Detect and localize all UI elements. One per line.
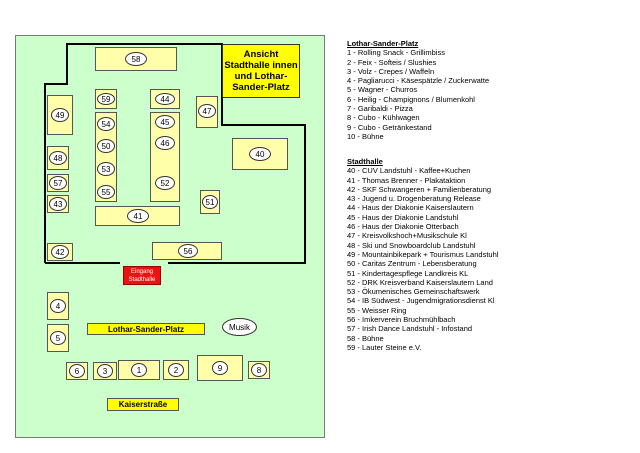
legend-item: 55 - Weisser Ring: [347, 305, 407, 315]
street-lothar-sander-platz: Lothar-Sander-Platz: [87, 323, 205, 335]
booth-label: 2: [168, 363, 184, 377]
booth-51[interactable]: 51: [200, 190, 220, 214]
legend-item: 58 - Bühne: [347, 333, 384, 343]
legend-stadthalle: Stadthalle 40 - CUV Landstuhl - Kaffee+K…: [347, 157, 498, 352]
booth-57[interactable]: 57: [47, 174, 69, 192]
legend-item: 1 - Rolling Snack - Grillimbiss: [347, 48, 445, 58]
booth-label: 57: [49, 176, 67, 190]
legend-item: 8 - Cubo - Kühlwagen: [347, 113, 420, 123]
legend-item: 46 - Haus der Diakonie Otterbach: [347, 222, 459, 232]
booth-50[interactable]: 50: [97, 139, 115, 153]
legend-item: 10 - Bühne: [347, 131, 384, 141]
booth-label: 56: [178, 244, 198, 258]
music-area: Musik: [222, 318, 257, 336]
entrance-line1: Eingang: [130, 268, 154, 275]
legend-item: 50 - Caritas Zentrum - Lebensberatung: [347, 259, 477, 269]
booth-46[interactable]: 46: [155, 136, 175, 150]
booth-41[interactable]: 41: [95, 206, 180, 226]
booth-9[interactable]: 9: [197, 355, 243, 381]
legend-item: 51 - Kindertagespflege Landkreis KL: [347, 268, 469, 278]
booth-48[interactable]: 48: [47, 146, 69, 170]
booth-label: 9: [212, 361, 228, 375]
booth-label: 47: [198, 104, 216, 118]
legend-item: 44 - Haus der Diakonie Kaiserslautern: [347, 203, 474, 213]
booth-label: 6: [69, 364, 85, 378]
legend-item: 47 - Kreisvolkshoch+Musikschule Kl: [347, 231, 467, 241]
booth-label: 1: [131, 363, 147, 377]
booth-label: 4: [50, 299, 66, 313]
legend-item: 57 - Irish Dance Landstuhl - Infostand: [347, 324, 473, 334]
legend-item: 6 - Heilig - Champignons / Blumenkohl: [347, 94, 475, 104]
booth-label: 44: [155, 93, 175, 105]
booth-4[interactable]: 4: [47, 292, 69, 320]
booth-label: 51: [202, 195, 218, 209]
legend-item: 7 - Garibaldi - Pizza: [347, 104, 413, 114]
booth-55[interactable]: 55: [97, 185, 115, 199]
street-kaiserstrasse: Kaiserstraße: [107, 398, 179, 411]
booth-label: 49: [51, 108, 69, 122]
booth-label: 58: [125, 52, 147, 66]
booth-8[interactable]: 8: [248, 361, 270, 379]
legend-heading: Lothar-Sander-Platz: [347, 39, 419, 48]
booth-59[interactable]: 59: [95, 89, 117, 109]
entrance-line2: Stadthalle: [128, 276, 156, 283]
booth-56[interactable]: 56: [152, 242, 222, 260]
legend-item: 52 - DRK Kreisverband Kaiserslautern Lan…: [347, 277, 493, 287]
booth-43[interactable]: 43: [47, 195, 69, 213]
legend-lothar-sander-platz: Lothar-Sander-Platz 1 - Rolling Snack - …: [347, 39, 489, 141]
booth-42[interactable]: 42: [47, 243, 73, 261]
booth-47[interactable]: 47: [196, 96, 218, 128]
legend-item: 4 - Pagliarucci - Käsespätzle / Zuckerwa…: [347, 76, 490, 86]
booth-52[interactable]: 52: [155, 176, 175, 190]
map-title: Ansicht Stadthalle innen und Lothar-Sand…: [222, 44, 300, 98]
legend-item: 59 - Lauter Steine e.V.: [347, 342, 422, 352]
booth-label: 41: [127, 209, 149, 223]
legend-item: 2 - Feix - Softeis / Slushies: [347, 57, 437, 67]
booth-54[interactable]: 54: [97, 117, 115, 131]
legend-item: 49 - Mountainbikepark + Tourismus Landst…: [347, 249, 499, 259]
legend-item: 40 - CUV Landstuhl - Kaffee+Kuchen: [347, 166, 471, 176]
booth-label: 48: [49, 151, 67, 165]
booth-hall-left-column: [95, 112, 117, 202]
booth-53[interactable]: 53: [97, 162, 115, 176]
legend-item: 3 - Volz - Crepes / Waffeln: [347, 66, 435, 76]
booth-label: 3: [97, 364, 113, 378]
booth-1[interactable]: 1: [118, 360, 160, 380]
legend-item: 42 - SKF Schwangeren + Familienberatung: [347, 184, 492, 194]
booth-3[interactable]: 3: [93, 362, 117, 380]
legend-item: 56 - Imkerverein Bruchmühlbach: [347, 315, 456, 325]
booth-label: 59: [97, 93, 115, 105]
legend-item: 48 - Ski und Snowboardclub Landstuhl: [347, 240, 476, 250]
booth-label: 40: [249, 147, 271, 161]
legend-item: 54 - IB Südwest - Jugendmigrationsdienst…: [347, 296, 495, 306]
booth-label: 42: [51, 245, 69, 259]
booth-45[interactable]: 45: [155, 115, 175, 129]
booth-58[interactable]: 58: [95, 47, 177, 71]
booth-label: 8: [251, 363, 267, 377]
booth-6[interactable]: 6: [66, 362, 88, 380]
legend-item: 43 - Jugend u. Drogenberatung Release: [347, 194, 481, 204]
legend-item: 53 - Ökumenisches Gemeinschaftswerk: [347, 287, 480, 297]
booth-label: 5: [50, 331, 66, 345]
booth-44[interactable]: 44: [150, 89, 180, 109]
booth-49[interactable]: 49: [47, 95, 73, 135]
hall-entrance: Eingang Stadthalle: [123, 266, 161, 285]
booth-5[interactable]: 5: [47, 324, 69, 352]
booth-40[interactable]: 40: [232, 138, 288, 170]
booth-label: 43: [49, 197, 67, 211]
legend-item: 5 - Wagner - Churros: [347, 85, 418, 95]
booth-2[interactable]: 2: [163, 360, 189, 380]
legend-heading: Stadthalle: [347, 157, 383, 166]
legend-item: 41 - Thomas Brenner - Plakataktion: [347, 175, 466, 185]
legend-item: 9 - Cubo - Getränkestand: [347, 122, 432, 132]
legend-item: 45 - Haus der Diakonie Landstuhl: [347, 212, 459, 222]
